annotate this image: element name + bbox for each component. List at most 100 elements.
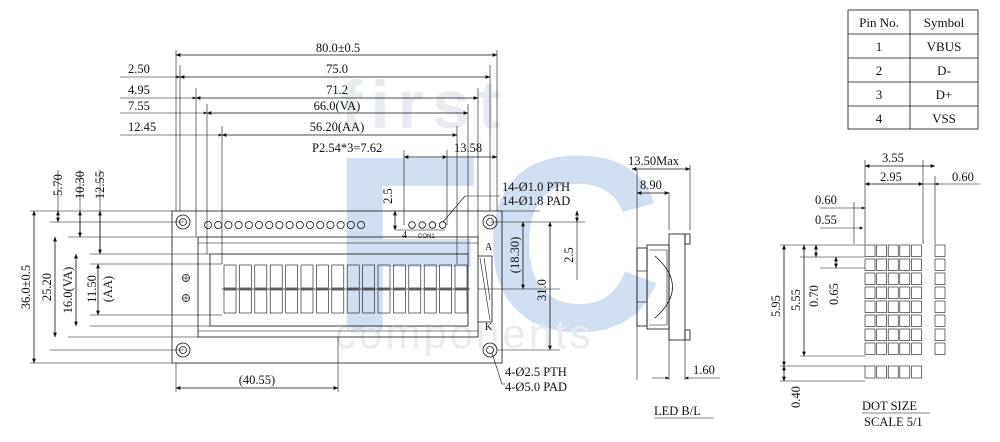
- dot: [934, 314, 946, 327]
- dim-10-30: 10.30: [73, 171, 87, 199]
- con1-pin: [438, 221, 447, 229]
- dot: [911, 272, 922, 285]
- front-view: 4 CON1 A K: [19, 41, 585, 394]
- cursor-dot: [899, 365, 911, 379]
- char-cell: [269, 289, 283, 314]
- dim-char-pitch: 3.55: [882, 151, 904, 165]
- pin-table-row-symbol: D+: [936, 87, 953, 102]
- callout-pad-large: 4-Ø5.0 PAD: [505, 380, 567, 394]
- dim-40-55: (40.55): [239, 373, 275, 387]
- char-cell: [223, 289, 237, 314]
- dim-height: 36.0±0.5: [19, 265, 33, 309]
- dim-31-0: 31.0: [535, 279, 549, 301]
- pin-table-row-no: 2: [876, 63, 883, 78]
- dim-dot-pitch-v: 0.70: [807, 285, 821, 307]
- char-cell: [408, 264, 422, 289]
- char-cell: [254, 289, 268, 314]
- dim-18-30: (18.30): [508, 237, 522, 273]
- dim-25-20: 25.20: [40, 273, 54, 301]
- char-cell: [300, 289, 314, 314]
- dim-aa-label: (AA): [101, 276, 115, 302]
- dim-dot-height: 0.65: [827, 283, 841, 305]
- dim-hole-pitch: 75.0: [326, 62, 348, 76]
- header-pin: [285, 220, 294, 229]
- header-pin: [275, 220, 284, 229]
- dot-matrix: 3.55 2.95 0.60 0.60 0.55 5.95 5.55 0.70 …: [769, 151, 980, 429]
- dim-cursor-gap: 0.40: [789, 386, 803, 408]
- dot: [887, 314, 899, 327]
- pin-table-row-symbol: D-: [937, 63, 951, 78]
- dot: [934, 300, 946, 313]
- dim-offset-12-45: 12.45: [128, 120, 156, 134]
- dot: [899, 342, 911, 355]
- dot: [899, 314, 911, 327]
- header-pin: [254, 220, 263, 229]
- dim-pitch: P2.54*3=7.62: [312, 141, 382, 155]
- char-cell: [377, 264, 391, 289]
- dot: [864, 286, 876, 299]
- dot: [887, 300, 899, 313]
- char-cell: [346, 289, 360, 314]
- dim-12-55: 12.55: [93, 171, 107, 199]
- dot: [864, 244, 876, 257]
- cursor-dot: [876, 365, 887, 379]
- pin-table-row-no: 1: [876, 39, 883, 54]
- char-cell: [285, 289, 298, 314]
- header-pin: [203, 220, 212, 229]
- header-pin: [336, 220, 345, 229]
- dot: [887, 328, 899, 341]
- dot: [887, 244, 899, 257]
- dot: [887, 258, 899, 271]
- char-cell: [254, 264, 268, 289]
- character-cells: [223, 264, 468, 314]
- dot: [934, 342, 946, 355]
- header-pin: [234, 220, 243, 229]
- pin-table-row-no: 3: [876, 87, 883, 102]
- scale-label: SCALE 5/1: [864, 415, 923, 429]
- char-cell: [439, 264, 452, 289]
- char-cell: [454, 264, 468, 289]
- dot: [911, 328, 922, 341]
- dim-side-depth: 8.90: [640, 178, 662, 192]
- dot: [911, 258, 922, 271]
- dot: [864, 272, 876, 285]
- watermark: first FC components: [330, 67, 663, 383]
- char-cell: [269, 264, 283, 289]
- char-cell: [408, 289, 422, 314]
- char-cell: [239, 289, 252, 314]
- header-pin: [214, 220, 223, 229]
- cursor-dot: [887, 365, 899, 379]
- dot: [899, 244, 911, 257]
- dot: [887, 342, 899, 355]
- char-cell: [439, 289, 452, 314]
- header-pin: [265, 220, 274, 229]
- dim-bezel-width: 71.2: [326, 83, 348, 97]
- char-cell: [454, 289, 468, 314]
- watermark-logo: FC: [330, 104, 663, 383]
- con1-pin: [418, 221, 426, 229]
- dim-pcb-thickness: 1.60: [693, 363, 715, 377]
- dim-dot-pitch-h: 0.60: [815, 193, 837, 207]
- dot: [911, 286, 922, 299]
- dot: [876, 258, 887, 271]
- dot: [899, 286, 911, 299]
- dot: [899, 328, 911, 341]
- dot: [887, 286, 899, 299]
- dim-2-5-right: 2.5: [562, 247, 576, 263]
- con1-pin: [428, 221, 437, 229]
- dot: [899, 258, 911, 271]
- dim-pin-dist: 13.58: [454, 141, 482, 155]
- dot: [876, 272, 887, 285]
- dot: [911, 300, 922, 313]
- cathode-label: K: [485, 322, 493, 333]
- header-pin: [244, 220, 253, 229]
- dot: [864, 314, 876, 327]
- header-pin: [356, 220, 365, 229]
- char-cell: [393, 289, 406, 314]
- dot: [887, 272, 899, 285]
- dot-extension-lines: [780, 244, 865, 382]
- char-cell: [346, 264, 360, 289]
- dim-pin-gap: 2.5: [381, 188, 395, 204]
- dim-va-height: 16.0(VA): [61, 267, 75, 314]
- cursor-dot: [864, 365, 876, 379]
